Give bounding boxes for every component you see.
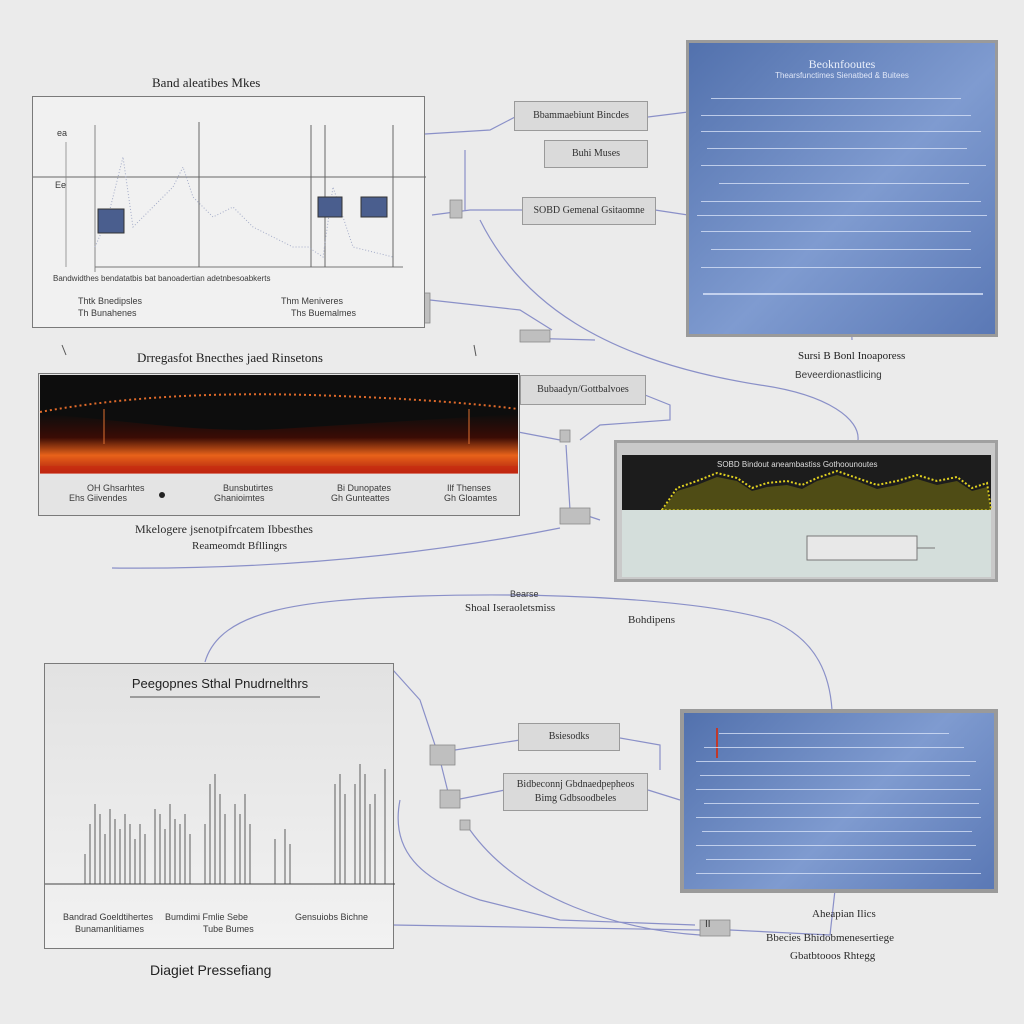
panel5-waveform: Peegopnes Sthal Pnudrnelthrs [44, 663, 395, 949]
panel5-label-1: Bandrad Goeldtihertes [63, 912, 154, 922]
panel1-waveform: ea Ee Bandwidthes bendatatbis bat banoad… [32, 96, 426, 328]
panel5-connector-box-2-line-1: Bidbeconnj Gbdnaedpepheos [516, 779, 635, 790]
panel3-connector-box: Bubaadyn/Gottbalvoes [520, 375, 646, 405]
panel5-caption: Diagiet Pressefiang [150, 962, 272, 978]
panel1-plot [33, 122, 426, 272]
panel5-label-3: Gensuiobs Bichne [295, 912, 369, 922]
panel3-label-3: Bi Dunopates [337, 483, 392, 493]
panel2-title: Beoknfooutes [808, 57, 876, 71]
panel6-connector-label: II [705, 919, 711, 930]
panel1-legend: Bandwidthes bendatatbis bat banoadertian… [53, 274, 271, 283]
panel1-y-label-2: Ee [55, 180, 67, 190]
panel5-connector-box-1: Bsiesodks [518, 723, 620, 751]
panel3-caption-1: Mkelogere jsenotpifrcatem Ibbesthes [135, 522, 313, 536]
panel6-blue-screen [680, 709, 998, 893]
panel4-plot [622, 455, 993, 577]
connector-box-2: Buhi Muses [544, 140, 648, 168]
panel1-footer-left-1: Thtk Bnedipsles [78, 296, 143, 306]
panel1-footer-right-1: Thm Meniveres [281, 296, 344, 306]
panel3-sublabel-2: Ghanioimtes [214, 493, 265, 503]
panel3-label-2: Bunsbutirtes [223, 483, 274, 493]
middle-label-2: Shoal Iseraoletsmiss [465, 602, 556, 614]
panel3-sublabel-3: Gh Gunteattes [331, 493, 390, 503]
panel5-connector-box-2: Bidbeconnj Gbdnaedpepheos Bimg Gdbsoodbe… [503, 773, 648, 811]
connector-box-1: Bbammaebiunt Bincdes [514, 101, 648, 131]
panel3-label-4: Ilf Thenses [447, 483, 491, 493]
panel5-plot [45, 696, 395, 885]
panel4-spectrum-screen: SOBD Bindout aneambastiss Gothoounoutes [614, 440, 998, 582]
panel3-caption-2: Reameomdt Bfllingrs [192, 540, 288, 552]
panel3-label-1: OH Ghsarhtes [87, 483, 145, 493]
connector-box-3: SOBD Gemenal Gsitaomne [522, 197, 656, 225]
panel5-label-4: Bunamanlitiames [75, 924, 145, 934]
panel5-title: Peegopnes Sthal Pnudrnelthrs [131, 676, 309, 691]
middle-label-3: Bohdipens [628, 614, 676, 626]
panel3-plot [39, 375, 519, 498]
panel2-caption-2: Beveerdionastlicing [795, 370, 882, 381]
panel4-title: SOBD Bindout aneambastiss Gothoounoutes [717, 460, 878, 469]
panel1-y-label-1: ea [57, 128, 68, 138]
panel6-caption-1: Aheapian Ilics [812, 908, 876, 920]
panel1-footer-right-2: Ths Buemalmes [291, 308, 357, 318]
panel1-footer-left-2: Th Bunahenes [78, 308, 137, 318]
panel2-blue-screen: Beoknfooutes Thearsfunctimes Sienatbed &… [686, 40, 998, 337]
panel3-heatmap: OH Ghsarhtes Bunsbutirtes Bi Dunopates I… [38, 373, 520, 516]
panel3-sublabel-1: Ehs Giivendes [69, 493, 128, 503]
panel6-caption-2: Bbecies Bhidobmenesertiege [766, 932, 894, 944]
panel2-subtitle: Thearsfunctimes Sienatbed & Buitees [775, 71, 909, 80]
panel1-title: Band aleatibes Mkes [152, 75, 261, 90]
panel2-caption-1: Sursi B Bonl Inoaporess [798, 350, 906, 362]
panel3-title: Drregasfot Bnecthes jaed Rinsetons [137, 350, 323, 365]
panel5-label-5: Tube Bumes [203, 924, 254, 934]
panel5-label-2: Bumdimi Fmlie Sebe [165, 912, 249, 922]
panel6-caption-3: Gbatbtooos Rhtegg [790, 950, 876, 962]
panel3-sublabel-4: Gh Gloamtes [444, 493, 498, 503]
middle-label-1: Bearse [510, 589, 539, 599]
panel5-connector-box-2-line-2: Bimg Gdbsoodbeles [534, 793, 617, 804]
